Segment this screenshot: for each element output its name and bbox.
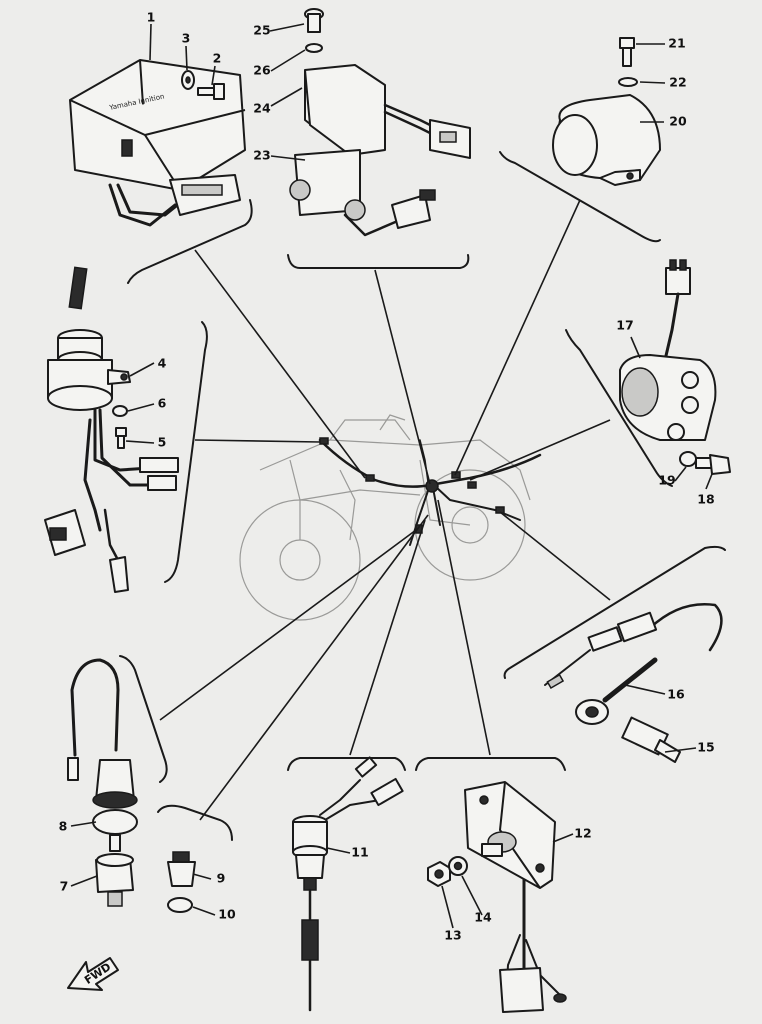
callout-25: 25 [253, 23, 270, 38]
callout-4: 4 [158, 356, 167, 371]
callout-1: 1 [147, 10, 156, 25]
relay-bracket [304, 64, 471, 159]
callout-11: 11 [351, 845, 368, 860]
callout-21: 21 [668, 36, 685, 51]
washer-3 [181, 70, 195, 90]
sensor-8 [67, 658, 138, 835]
callout-9: 9 [217, 871, 226, 886]
callout-20: 20 [669, 114, 687, 129]
callout-14: 14 [474, 910, 492, 925]
callout-2: 2 [213, 51, 222, 66]
bolt-21 [619, 37, 635, 67]
callout-24: 24 [253, 101, 271, 116]
callout-17: 17 [616, 318, 633, 333]
callout-16: 16 [667, 687, 685, 702]
callout-12: 12 [574, 826, 591, 841]
bolt-18 [695, 454, 731, 475]
main-switch [44, 266, 179, 593]
callout-23: 23 [253, 148, 270, 163]
callout-19: 19 [658, 473, 675, 488]
callout-18: 18 [697, 492, 714, 507]
screw-5 [115, 427, 127, 449]
washer-10 [167, 897, 193, 913]
callout-10: 10 [218, 907, 236, 922]
callout-15: 15 [697, 740, 714, 755]
relay-17 [619, 259, 717, 441]
washer-14 [448, 856, 468, 876]
callout-6: 6 [158, 396, 167, 411]
switch-7 [95, 834, 134, 907]
plug-cap-16 [575, 657, 658, 725]
switch-9 [167, 851, 196, 887]
leader-lines [159, 199, 611, 821]
nut-13 [427, 861, 451, 887]
wire-harness [318, 437, 542, 546]
callout-26: 26 [253, 63, 271, 78]
callout-5: 5 [158, 435, 167, 450]
callout-3: 3 [182, 31, 191, 46]
callout-7: 7 [60, 879, 69, 894]
cable-16 [544, 603, 723, 689]
callout-numbers: 1 3 2 25 26 24 23 21 22 20 4 6 5 17 19 1… [59, 10, 715, 943]
forward-arrow-icon: FWD [67, 957, 119, 991]
washer-6 [112, 405, 128, 417]
washer-19 [679, 451, 697, 467]
callout-13: 13 [444, 928, 461, 943]
bolt-2 [197, 83, 225, 100]
group-brackets [119, 151, 726, 841]
washer-26 [305, 43, 323, 53]
spark-plug-15 [621, 716, 681, 763]
rectifier-12 [464, 781, 567, 1013]
callout-22: 22 [669, 75, 686, 90]
starter-relay [552, 94, 661, 186]
callout-leaders [70, 23, 713, 929]
washer-22 [618, 77, 638, 87]
screw-25 [304, 8, 324, 33]
relay-23 [289, 149, 436, 237]
motorcycle-silhouette [239, 414, 531, 621]
callout-8: 8 [59, 819, 68, 834]
switch-11 [292, 756, 404, 1012]
